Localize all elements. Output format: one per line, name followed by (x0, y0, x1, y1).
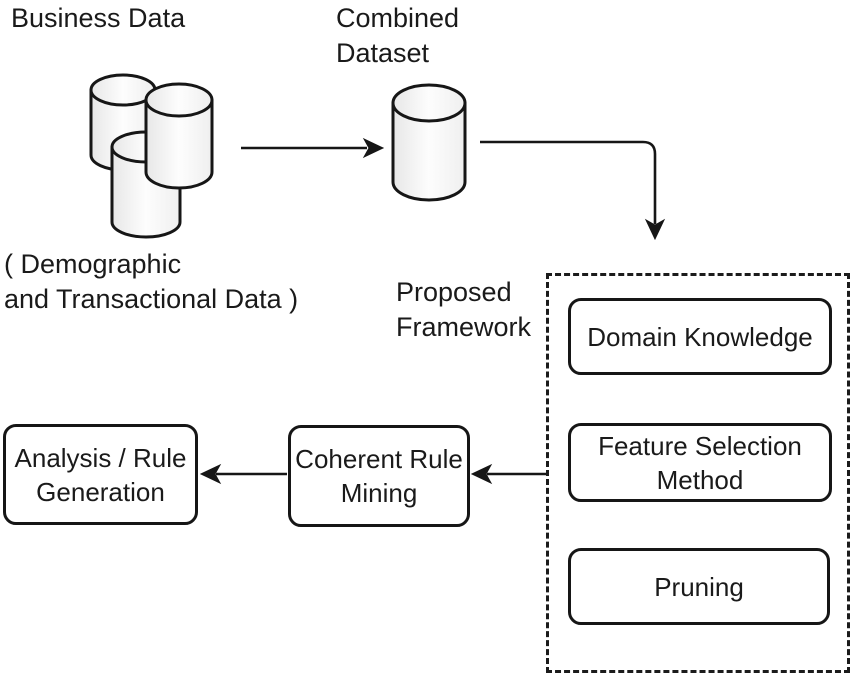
combined-dataset-label: Combined Dataset (336, 3, 460, 68)
node-pruning-label: Pruning (654, 571, 744, 602)
business-data-sublabel: ( Demographic and Transactional Data ) (4, 249, 299, 314)
node-analysis-rule-generation: Analysis / Rule Generation (3, 424, 198, 525)
arrow-framework-to-mining (470, 463, 547, 485)
node-feature-selection-method: Feature Selection Method (568, 423, 832, 502)
business-databases-icon (89, 73, 214, 239)
arrow-combined-to-framework (480, 140, 666, 241)
proposed-framework-label: Proposed Framework (396, 277, 532, 342)
node-feature-selection-method-label: Feature Selection Method (598, 430, 802, 495)
business-data-label: Business Data (11, 3, 186, 33)
node-domain-knowledge-label: Domain Knowledge (587, 321, 813, 352)
node-analysis-rule-generation-label: Analysis / Rule Generation (14, 442, 187, 507)
proposed-framework-container (546, 273, 850, 673)
node-coherent-rule-mining: Coherent Rule Mining (288, 425, 470, 527)
node-domain-knowledge: Domain Knowledge (568, 298, 832, 375)
combined-dataset-icon (391, 83, 467, 202)
node-coherent-rule-mining-label: Coherent Rule Mining (295, 444, 463, 508)
arrow-business-to-combined (241, 137, 385, 159)
arrow-mining-to-analysis (199, 463, 287, 485)
node-pruning: Pruning (568, 548, 830, 625)
